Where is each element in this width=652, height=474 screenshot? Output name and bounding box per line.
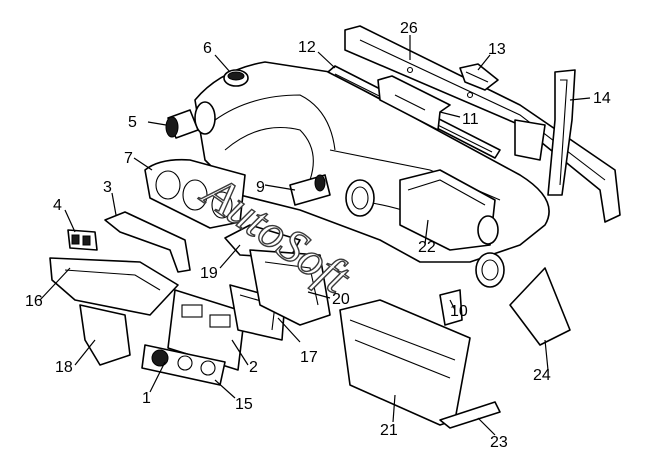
cross-beam bbox=[344, 25, 621, 223]
label-18: 18 bbox=[55, 359, 73, 376]
label-2: 2 bbox=[249, 359, 258, 376]
label-11: 12 bbox=[298, 39, 316, 56]
label-22: 22 bbox=[418, 239, 436, 256]
label-15: 15 bbox=[235, 396, 253, 413]
label-24: 24 bbox=[533, 367, 551, 384]
label-14: 14 bbox=[593, 90, 611, 107]
label-1: 1 bbox=[142, 390, 151, 407]
label-26: 26 bbox=[400, 20, 418, 37]
end-cap-right bbox=[509, 267, 571, 346]
label-16: 16 bbox=[25, 293, 43, 310]
center-stack-top bbox=[224, 224, 301, 259]
center-console-bezel bbox=[167, 289, 246, 371]
center-vent-pair bbox=[289, 174, 331, 206]
lower-side-trim bbox=[439, 289, 463, 326]
label-21: 21 bbox=[380, 422, 398, 439]
label-4: 4 bbox=[53, 197, 62, 214]
label-13: 13 bbox=[488, 41, 506, 58]
label-6: 6 bbox=[203, 40, 212, 57]
speaker-cover bbox=[459, 63, 499, 91]
side-bracket bbox=[547, 69, 576, 196]
climate-control-panel bbox=[141, 344, 226, 386]
label-5: 5 bbox=[128, 114, 137, 131]
label-19: 19 bbox=[200, 265, 218, 282]
label-17: 17 bbox=[300, 349, 318, 366]
label-10: 10 bbox=[450, 303, 468, 320]
label-12: 11 bbox=[462, 111, 479, 128]
knee-bolster bbox=[79, 304, 131, 366]
round-vent-top bbox=[223, 69, 249, 87]
center-support-bracket bbox=[249, 249, 331, 326]
label-23: 23 bbox=[490, 434, 508, 451]
label-3: 3 bbox=[103, 179, 112, 196]
instrument-cluster-housing bbox=[144, 158, 246, 229]
glove-box-liner bbox=[439, 401, 501, 429]
label-20: 20 bbox=[332, 291, 350, 308]
passenger-airbag-module bbox=[399, 169, 499, 251]
lower-dash-panel-left bbox=[49, 257, 179, 316]
label-7: 7 bbox=[124, 150, 133, 167]
leader-lines bbox=[39, 35, 591, 436]
part-labels: 6 5 7 3 4 16 18 1 15 2 19 9 17 20 22 12 … bbox=[25, 20, 611, 451]
label-9: 9 bbox=[256, 179, 265, 196]
air-duct-left bbox=[104, 211, 191, 273]
round-vent-side bbox=[165, 109, 199, 139]
switch-block bbox=[67, 229, 98, 251]
